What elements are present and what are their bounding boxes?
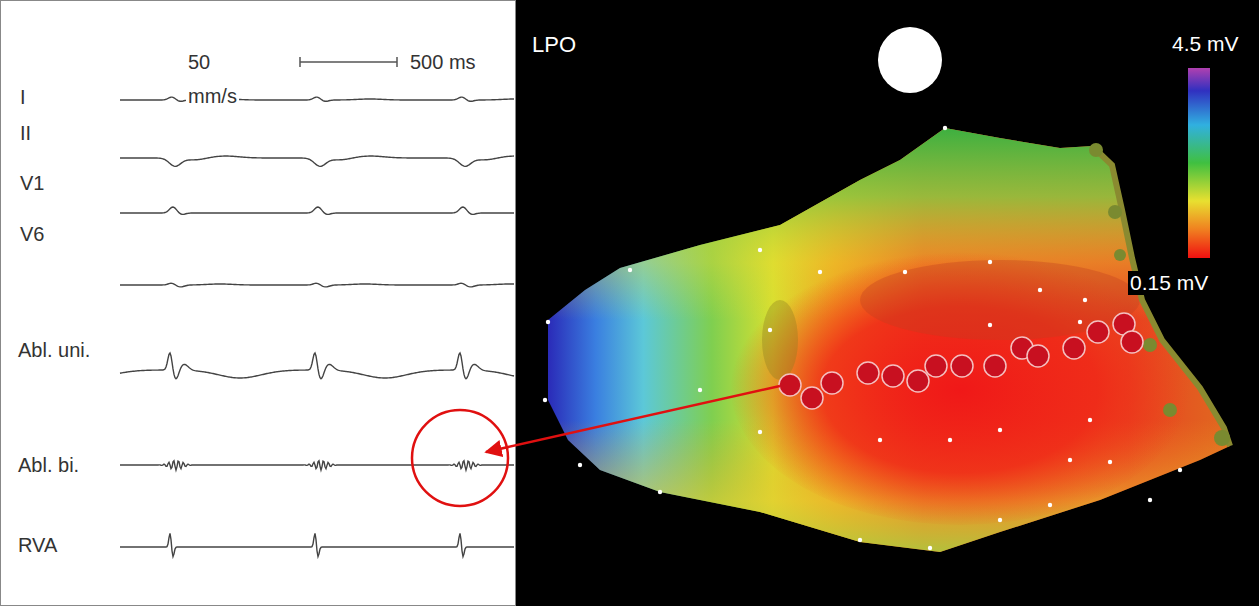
scale-min: 0.15 mV [1128, 271, 1210, 294]
ablation-points [779, 313, 1143, 409]
map-panel [516, 0, 1259, 606]
ecg-traces [120, 97, 514, 556]
scale-speed-unit: mm/s [186, 85, 239, 107]
lead-name: V1 [18, 172, 46, 194]
orientation-marker [878, 27, 942, 93]
highlight-circle [412, 410, 508, 506]
pointer-arrow [486, 386, 780, 452]
map-points [543, 126, 1182, 550]
channel-name: RVA [16, 534, 59, 556]
scale-time: 500 ms [408, 51, 478, 73]
lead-name: V6 [18, 223, 46, 245]
view-name: LPO [530, 33, 578, 57]
voltage-map [540, 120, 1240, 560]
channel-name: Abl. uni. [16, 339, 92, 361]
lead-name: I [18, 86, 28, 108]
color-bar [1188, 68, 1210, 258]
scale-speed: 50 [186, 51, 212, 73]
trace-panel [0, 0, 516, 606]
channel-name: Abl. bi. [16, 454, 81, 476]
lead-name: II [18, 122, 33, 144]
scale-max: 4.5 mV [1170, 32, 1241, 55]
scale-bar [300, 57, 397, 67]
